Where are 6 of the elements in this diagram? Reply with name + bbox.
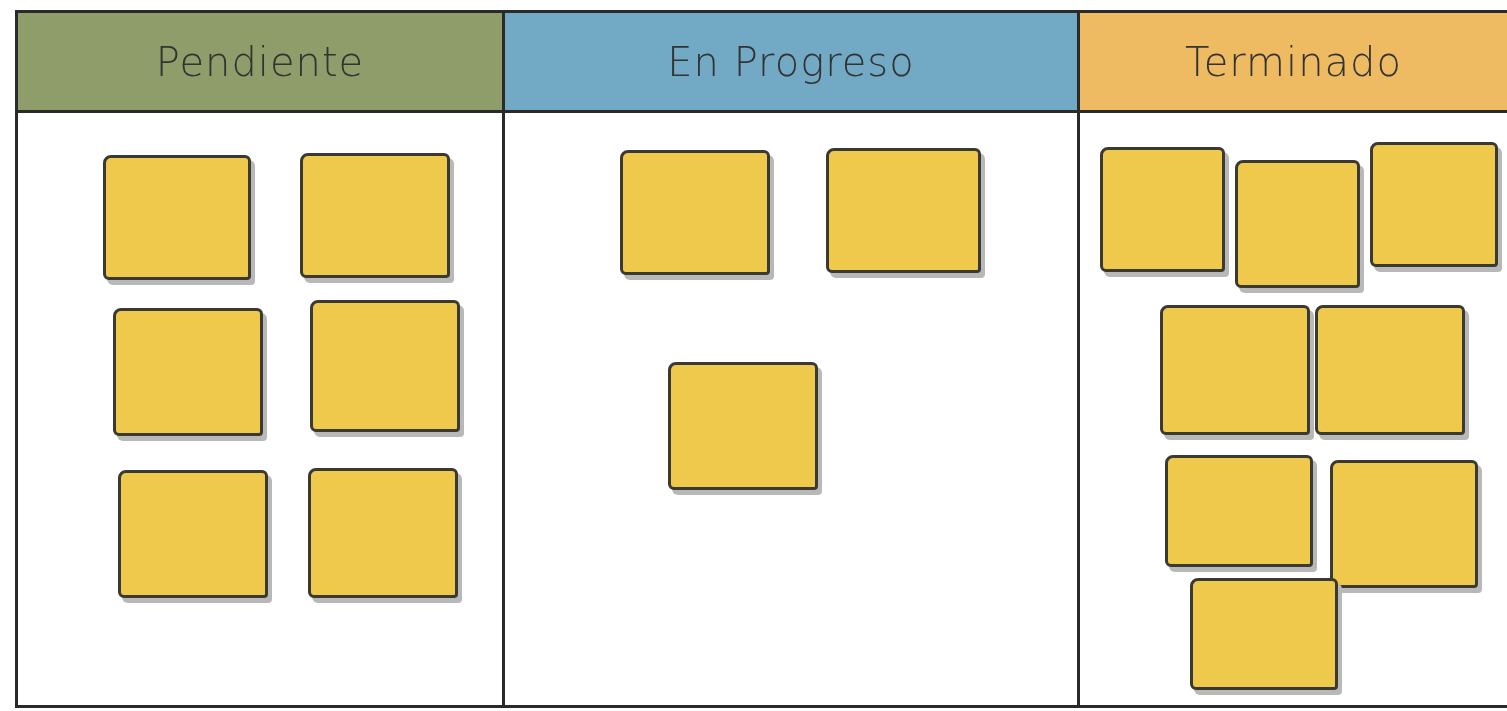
column-header: En Progreso [505,13,1077,113]
board-column [15,10,502,708]
board-column [1077,10,1507,708]
column-header: Pendiente [18,13,502,113]
column-header: Terminado [1080,13,1507,113]
board-column [502,10,1077,708]
